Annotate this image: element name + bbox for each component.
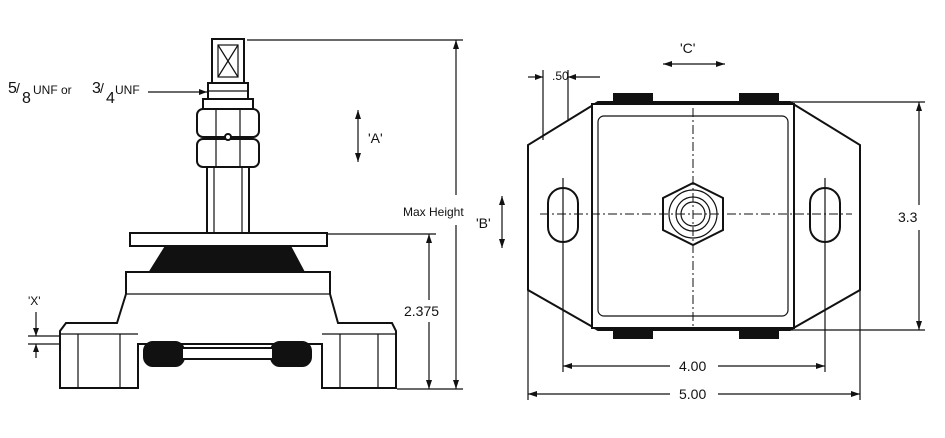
snubber-right xyxy=(270,341,312,367)
thread-num2: 3 xyxy=(92,80,101,97)
side-view: 5 / 8 UNF or 3 / 4 UNF 'A' Max Height 2.… xyxy=(8,38,464,390)
max-height-label: Max Height xyxy=(403,205,464,219)
thread-unf1: UNF or xyxy=(33,83,72,97)
jam-nuts xyxy=(196,98,260,168)
dim-a-label: 'A' xyxy=(368,130,383,146)
dim-2375-label: 2.375 xyxy=(404,303,439,319)
thread-num1: 5 xyxy=(8,80,17,97)
thread-unf2: UNF xyxy=(115,83,140,97)
dim-c-label: 'C' xyxy=(680,40,695,56)
mount-housing xyxy=(59,271,397,389)
snubber-tl xyxy=(613,93,653,105)
snubber-br xyxy=(739,327,779,339)
stud-shank xyxy=(206,166,250,234)
dim-x-label: 'X' xyxy=(28,294,41,308)
dim-33-label: 3.3 xyxy=(898,209,918,225)
stud-square-head xyxy=(211,38,245,84)
thread-den2: 4 xyxy=(106,90,115,107)
thread-arrowhead xyxy=(199,89,207,95)
snubber-tr xyxy=(739,93,779,105)
snubber-bridge xyxy=(181,347,274,360)
top-view: .50 'C' 'B' 3.3 4.00 5.00 xyxy=(476,40,925,402)
snubber-bl xyxy=(613,327,653,339)
dim-400-label: 4.00 xyxy=(679,358,706,374)
top-plate xyxy=(129,232,328,247)
dim-500-label: 5.00 xyxy=(679,386,706,402)
snubber-left xyxy=(143,341,185,367)
dim-050-label: .50 xyxy=(552,69,569,83)
thread-slash2: / xyxy=(100,80,104,96)
thread-slash1: / xyxy=(16,80,20,96)
dim-b-label: 'B' xyxy=(476,215,491,231)
thread-den1: 8 xyxy=(22,90,31,107)
